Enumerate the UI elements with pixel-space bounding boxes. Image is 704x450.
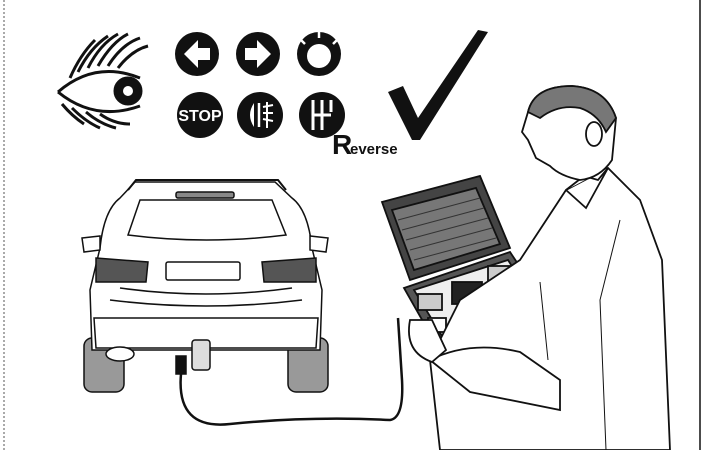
stop-label: STOP: [178, 108, 222, 125]
eye-icon: [58, 34, 148, 128]
parking-light-icon: [297, 32, 341, 76]
fog-light-icon: [237, 92, 283, 138]
left-turn-signal-icon: [175, 32, 219, 76]
right-turn-signal-icon: [236, 32, 280, 76]
reverse-label: everse: [350, 141, 398, 158]
car-rear-view: [82, 180, 328, 392]
reverse-gear-icon: R everse: [299, 92, 398, 160]
check-mark-icon: [388, 30, 488, 140]
stop-light-icon: STOP: [177, 92, 223, 138]
